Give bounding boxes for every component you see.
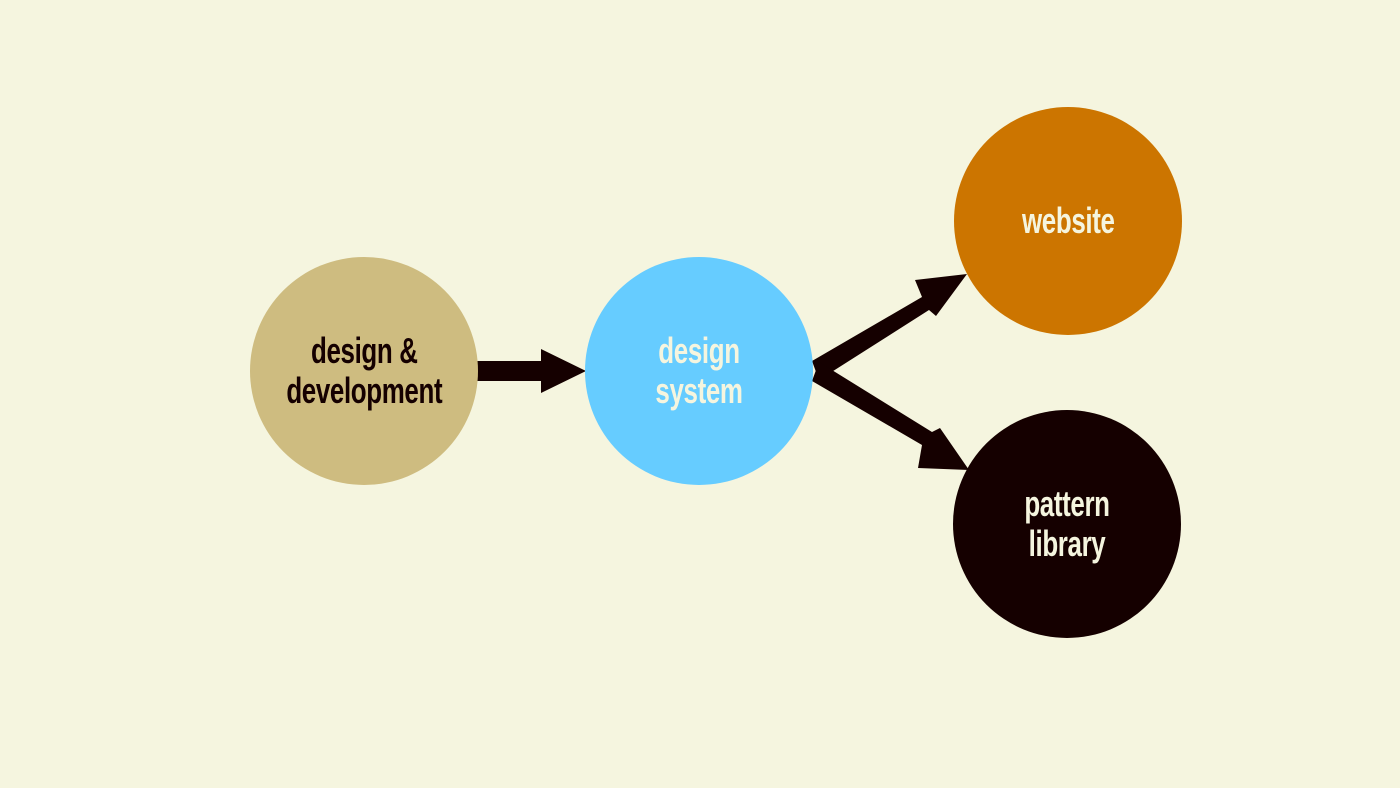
arrow-down-right-icon (812, 362, 969, 470)
arrow-dd-to-ds (477, 349, 586, 393)
node-design-system: design system (585, 257, 813, 485)
arrow-ds-to-website (812, 274, 967, 380)
node-pattern-library: pattern library (953, 410, 1181, 638)
arrow-ds-to-pattern-library (812, 362, 969, 470)
node-website: website (954, 107, 1182, 335)
arrow-right-icon (477, 349, 586, 393)
node-label-pattern-library: pattern library (1024, 483, 1110, 564)
node-design-development: design & development (250, 257, 478, 485)
node-label-design-development: design & development (286, 330, 442, 411)
arrow-up-right-icon (812, 274, 967, 380)
node-label-website: website (1021, 200, 1115, 241)
node-label-design-system: design system (655, 330, 743, 411)
